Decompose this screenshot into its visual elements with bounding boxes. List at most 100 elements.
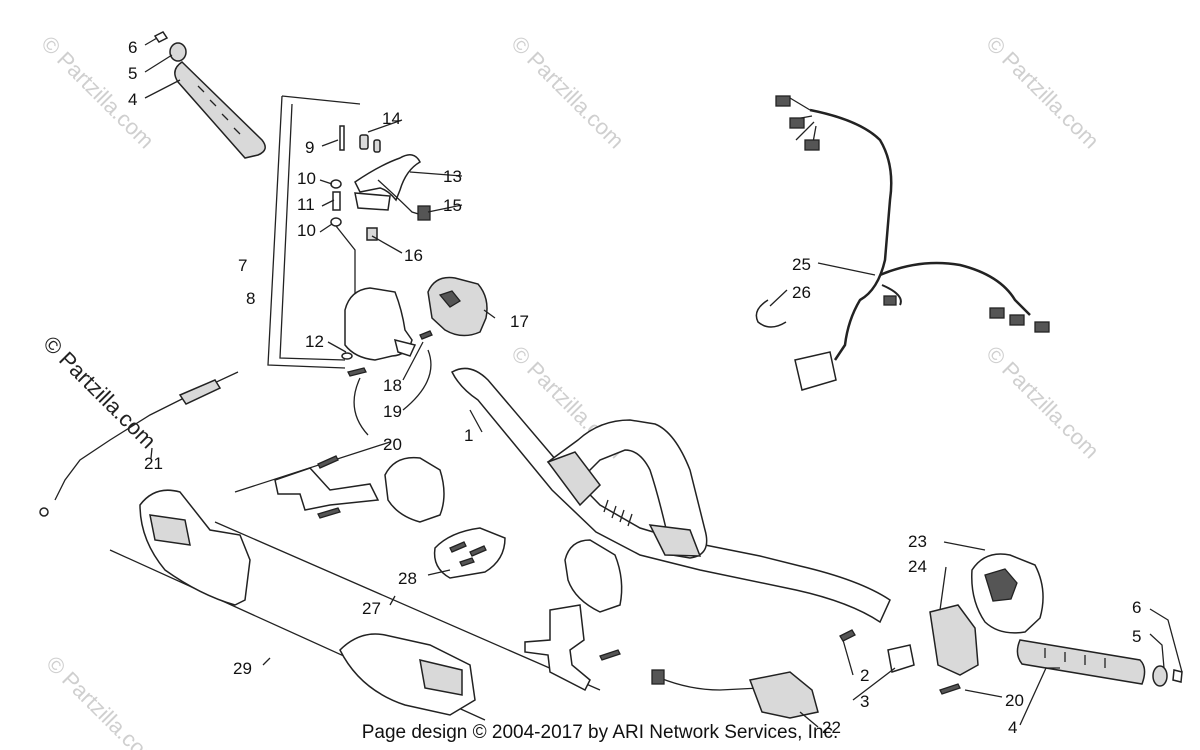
hand-guard-assembly <box>109 441 623 721</box>
switch-detail <box>438 290 461 308</box>
screw-6-left <box>153 31 169 43</box>
watermark: © Partzilla.com <box>981 31 1104 154</box>
watermark: © Partzilla.com <box>36 31 159 154</box>
callout-22: 22 <box>822 718 841 737</box>
callout-29: 29 <box>233 659 252 678</box>
callout-8: 8 <box>246 289 255 308</box>
callout-27: 27 <box>362 599 381 618</box>
bracket-24 <box>929 604 979 676</box>
cable-sleeve <box>178 379 222 405</box>
callout-7: 7 <box>238 256 247 275</box>
callout-9: 9 <box>305 138 314 157</box>
leader-lines <box>144 37 1183 728</box>
harness-branch2 <box>881 284 902 306</box>
bolt-left-1 <box>317 455 339 469</box>
callout-6-right: 6 <box>1132 598 1141 617</box>
callout-21: 21 <box>144 454 163 473</box>
screw-2 <box>839 629 856 642</box>
connector-right-3 <box>1034 321 1050 333</box>
callout-5-left: 5 <box>128 64 137 83</box>
bracket-13 <box>354 192 391 211</box>
lever-13 <box>354 154 421 202</box>
callout-1: 1 <box>464 426 473 445</box>
connector-25-plug <box>794 351 837 391</box>
bracket-line-8 <box>279 103 346 361</box>
wire-22 <box>659 677 761 691</box>
part-14 <box>359 134 369 150</box>
callout-26: 26 <box>792 283 811 302</box>
callout-28: 28 <box>398 569 417 588</box>
callout-3: 3 <box>860 692 869 711</box>
callout-10b: 10 <box>297 221 316 240</box>
right-side-assembly <box>651 553 1183 719</box>
knurl <box>603 499 633 527</box>
grip-4-right <box>1016 639 1146 685</box>
callout-6-left: 6 <box>128 38 137 57</box>
brake-lever-assembly <box>330 125 431 300</box>
callout-25: 25 <box>792 255 811 274</box>
handguard-upper-vents <box>149 514 191 546</box>
callout-5-right: 5 <box>1132 627 1141 646</box>
grip-texture <box>197 85 241 135</box>
bolt-left-2 <box>317 507 341 519</box>
screw-18 <box>419 330 433 340</box>
switch-23-detail <box>984 568 1018 602</box>
left-grip-assembly <box>153 31 266 159</box>
handguard-lower-vents <box>419 659 463 696</box>
callout-16: 16 <box>404 246 423 265</box>
handlebar-crossbar <box>546 419 708 559</box>
callout-12: 12 <box>305 332 324 351</box>
callout-numbers: 6 5 4 14 9 13 10 11 15 10 16 7 8 17 12 1… <box>128 38 1141 737</box>
connector-right-1 <box>989 307 1005 319</box>
bolt-right-1 <box>599 649 621 661</box>
bracket-7-8 <box>267 95 361 369</box>
bushing-11 <box>332 191 341 211</box>
callout-15: 15 <box>443 196 462 215</box>
callout-10a: 10 <box>297 169 316 188</box>
watermark: © Partzilla.com <box>506 31 629 154</box>
washer-12 <box>341 352 353 360</box>
watermark: © Partzilla.com <box>38 331 161 454</box>
mount-bracket-left <box>274 467 380 511</box>
callout-4-right: 4 <box>1008 718 1017 737</box>
switch-block-right <box>564 539 623 613</box>
bracket-line-7 <box>267 95 361 369</box>
callout-23: 23 <box>908 532 927 551</box>
callout-20-right: 20 <box>1005 691 1024 710</box>
connector-right-2 <box>1009 314 1025 326</box>
plate-28-bolts <box>449 541 487 567</box>
connector-22 <box>651 669 665 685</box>
switch-17 <box>427 276 488 337</box>
callout-11: 11 <box>297 195 315 214</box>
washer-5-left <box>169 42 187 62</box>
heater-22 <box>748 671 819 719</box>
callout-24: 24 <box>908 557 927 576</box>
cable-end <box>39 507 49 517</box>
part-14b <box>373 139 381 153</box>
washer-10b <box>330 217 342 227</box>
handlebar-pad-left <box>546 451 601 507</box>
mount-bracket-right <box>524 604 591 692</box>
wiring-harness-25 <box>755 95 1050 391</box>
pin-9 <box>339 125 345 151</box>
connector-top-2 <box>789 117 805 129</box>
callout-20-left: 20 <box>383 435 402 454</box>
harness-branch <box>879 261 1031 316</box>
footer-copyright: Page design © 2004-2017 by ARI Network S… <box>361 722 839 743</box>
connector-top-3 <box>804 139 820 151</box>
watermark: © Partzilla.com <box>981 341 1104 464</box>
callout-17: 17 <box>510 312 529 331</box>
callout-19: 19 <box>383 402 402 421</box>
callout-13: 13 <box>443 167 462 186</box>
callout-14: 14 <box>382 109 401 128</box>
washer-10a <box>330 179 342 189</box>
block-16 <box>366 227 378 241</box>
handguard-upper-29 <box>139 489 251 606</box>
callout-4-left: 4 <box>128 90 137 109</box>
connector-top-1 <box>775 95 791 107</box>
leader-line <box>335 225 356 300</box>
callout-18: 18 <box>383 376 402 395</box>
screw-20-right <box>939 683 961 695</box>
callout-2: 2 <box>860 666 869 685</box>
